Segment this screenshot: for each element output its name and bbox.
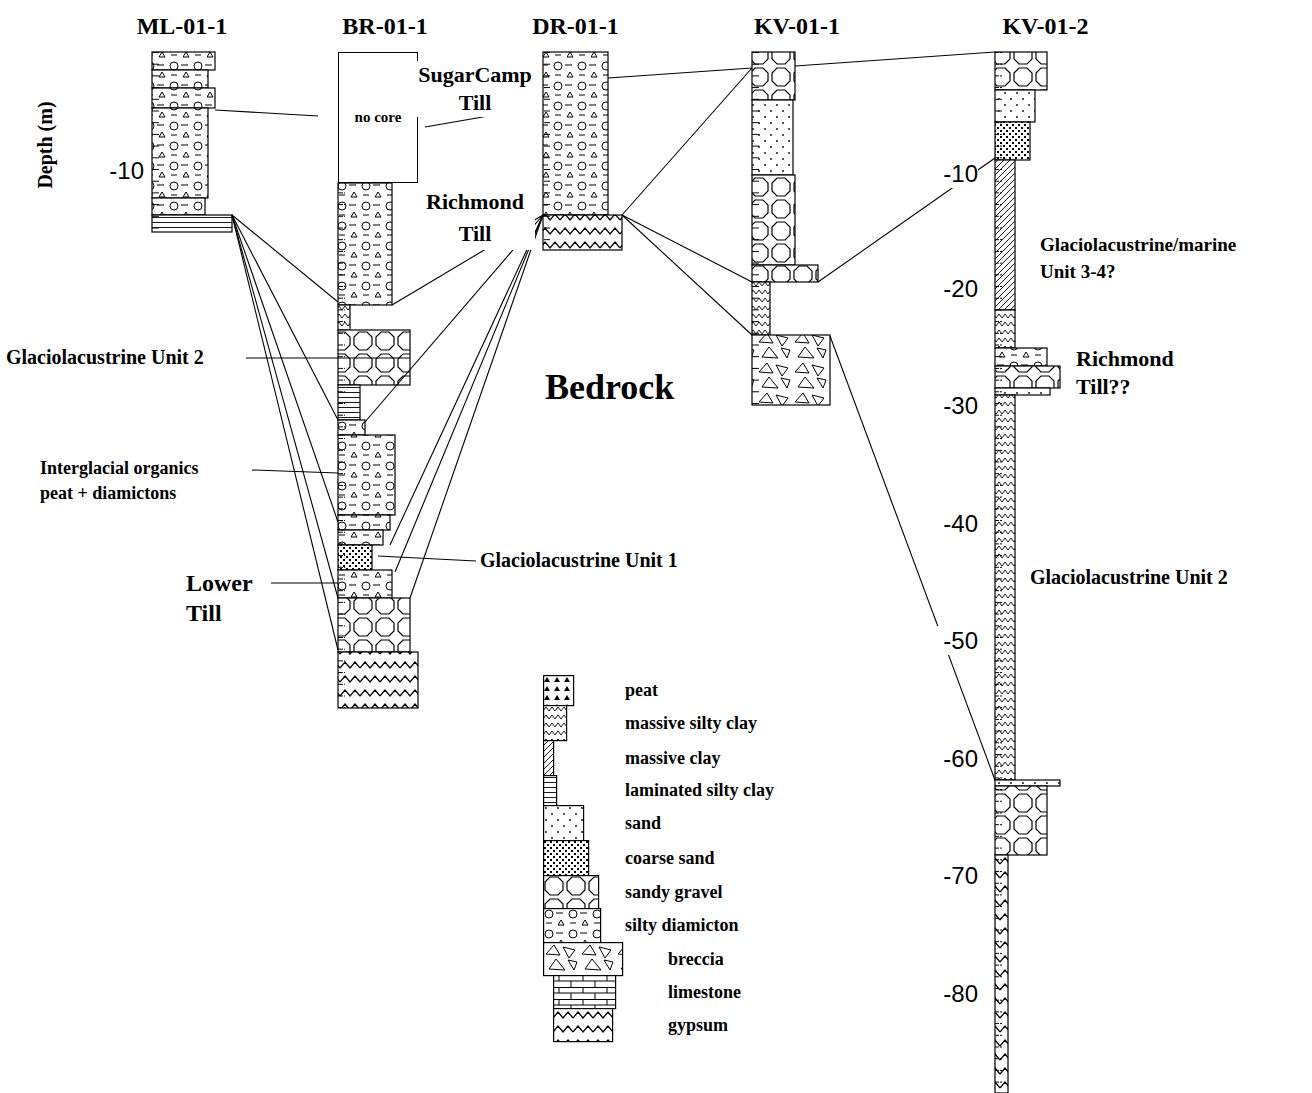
unit-label: Glaciolacustrine Unit 2 [1030,565,1228,589]
unit-label: Lower Till [186,568,271,628]
depth-ticks [152,52,1002,1093]
borehole-name: BR-01-1 [342,13,427,40]
legend-label: coarse sand [625,847,715,868]
depth-tick-label: -10 [88,156,144,185]
borehole-name: KV-01-2 [1002,13,1088,40]
legend-entry: peat [543,675,635,705]
legend-label: silty diamicton [625,915,739,936]
unit-label: Interglacial organics peat + diamictons [40,456,212,506]
legend-entry: gypsum [553,1008,678,1041]
unit-label: Glaciolacustrine/marine Unit 3-4? [1040,231,1255,285]
legend-entry: sandy gravel [543,875,635,908]
legend-swatch [543,908,602,944]
legend-swatch [543,840,590,877]
depth-tick-label: -70 [918,861,978,890]
depth-tick-label: -40 [918,509,978,538]
box-label: no core [355,109,402,126]
legend-swatch [543,675,575,707]
depth-tick-label: -30 [918,391,978,420]
borehole-column: ML-01-1 [152,52,232,232]
unit-label: Glaciolacustrine Unit 1 [480,548,678,572]
legend-entry: massive silty clay [543,705,635,740]
legend-label: limestone [668,981,741,1002]
legend-swatch [543,875,600,910]
legend-label: laminated silty clay [625,780,774,801]
legend-swatch [543,740,555,777]
unit-label: Glaciolacustrine Unit 2 [6,345,204,369]
legend-entry: sand [543,805,635,840]
correlation-lines [215,52,995,780]
legend-entry: limestone [553,975,678,1008]
legend-label: massive silty clay [625,712,757,733]
depth-tick-label: -20 [918,274,978,303]
borehole-name: ML-01-1 [137,13,228,40]
legend-swatch [543,942,624,977]
bedrock-label: Bedrock [545,366,674,409]
unit-label: SugarCamp Till [410,61,540,117]
legend-swatch [553,975,617,1010]
legend-swatch [553,1008,614,1043]
legend-label: breccia [668,948,724,969]
leader-lines [246,114,500,583]
legend-swatch [543,775,558,807]
unit-label: Richmond Till [415,186,535,250]
borehole-column: DR-01-1 [543,52,622,250]
legend-entry: coarse sand [543,840,635,875]
depth-tick-label: -80 [918,979,978,1008]
legend-label: massive clay [625,747,720,768]
legend-entry: silty diamicton [543,908,635,942]
unit-label: Richmond Till?? [1076,345,1201,401]
legend-swatch [543,705,568,742]
legend-label: sand [625,812,661,833]
axis-title: Depth (m) [33,101,57,188]
legend-entry: massive clay [543,740,635,775]
legend-label: peat [625,680,658,701]
borehole-column: KV-01-1 [752,52,830,405]
borehole-column: BR-01-1no core [338,52,418,708]
legend-entry: laminated silty clay [543,775,635,805]
legend-label: gypsum [668,1014,728,1035]
no-core-box: no core [338,52,418,183]
borehole-name: DR-01-1 [532,13,619,40]
borehole-logs [152,52,1060,1093]
legend-swatch [543,805,585,842]
legend-label: sandy gravel [625,881,723,902]
borehole-name: KV-01-1 [754,13,840,40]
depth-tick-label: -50 [918,626,978,655]
legend-entry: breccia [543,942,678,975]
depth-tick-label: -60 [918,744,978,773]
depth-tick-label: -10 [918,159,978,188]
